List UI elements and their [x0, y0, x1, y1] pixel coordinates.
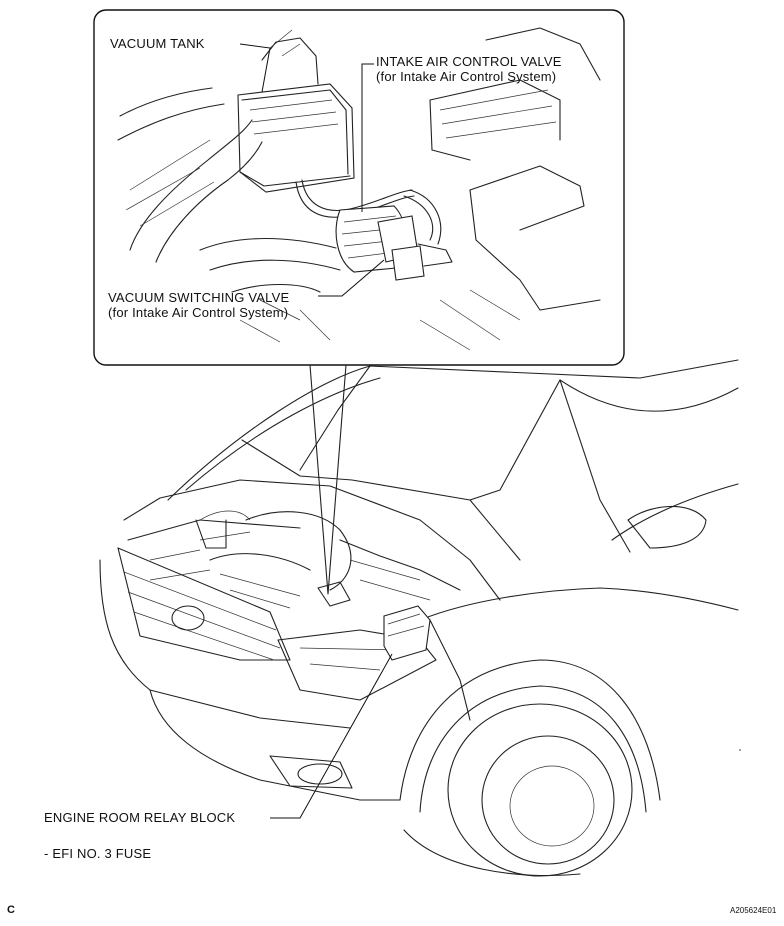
corner-letter: C	[7, 904, 15, 916]
vacuum-tank-label: VACUUM TANK	[110, 36, 205, 51]
leader-vsv	[318, 259, 385, 297]
leader-intake-valve	[361, 63, 374, 212]
inset-callout	[93, 9, 625, 366]
efi-fuse-label: - EFI NO. 3 FUSE	[44, 846, 152, 861]
inset-pointer	[309, 364, 347, 595]
engine-room-relay-block-label: ENGINE ROOM RELAY BLOCK	[44, 810, 236, 825]
figure-id: A205624E01	[730, 906, 777, 915]
intake-air-control-valve-sublabel: (for Intake Air Control System)	[376, 69, 557, 84]
relay-block-shape	[383, 605, 431, 661]
intake-air-control-valve-label: INTAKE AIR CONTROL VALVE	[376, 54, 562, 69]
vacuum-switching-valve-label: VACUUM SWITCHING VALVE	[108, 290, 290, 305]
vacuum-switching-valve-sublabel: (for Intake Air Control System)	[108, 305, 289, 320]
vehicle-front	[99, 359, 741, 877]
leader-vacuum-tank	[239, 43, 271, 93]
leader-relay-block	[270, 653, 393, 819]
inset-engine-detail	[117, 27, 601, 351]
